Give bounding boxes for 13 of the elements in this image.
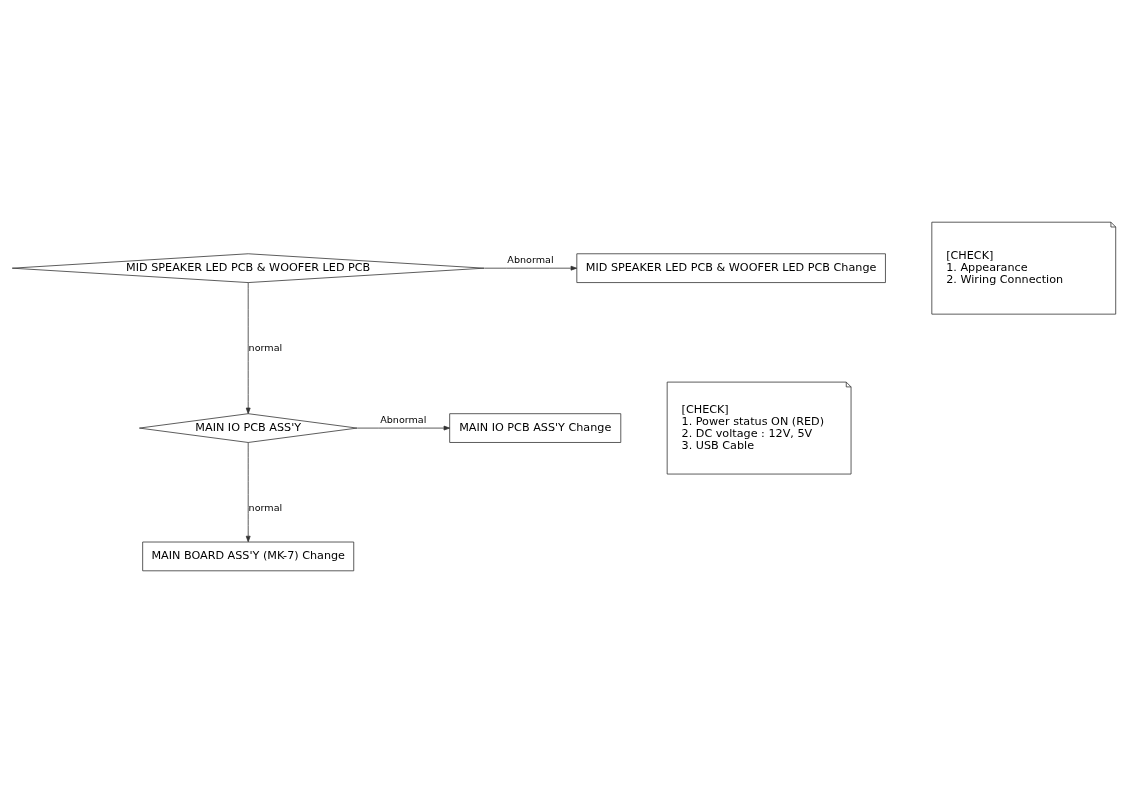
node-diamond: MAIN IO PCB ASS'Y [139, 413, 358, 443]
edge-label: normal [248, 341, 283, 353]
node-box: MID SPEAKER LED PCB & WOOFER LED PCB Change [576, 253, 886, 283]
arrow [483, 265, 577, 271]
node-box: MAIN BOARD ASS'Y (MK-7) Change [142, 541, 355, 572]
arrow [245, 442, 251, 543]
arrow [245, 282, 251, 415]
edge-label: normal [248, 501, 283, 513]
node-diamond: MID SPEAKER LED PCB & WOOFER LED PCB [11, 253, 485, 283]
arrow [356, 425, 450, 431]
edge-label: Abnormal [380, 413, 427, 425]
edge-label: Abnormal [507, 254, 554, 266]
node-box: MAIN IO PCB ASS'Y Change [449, 413, 622, 443]
